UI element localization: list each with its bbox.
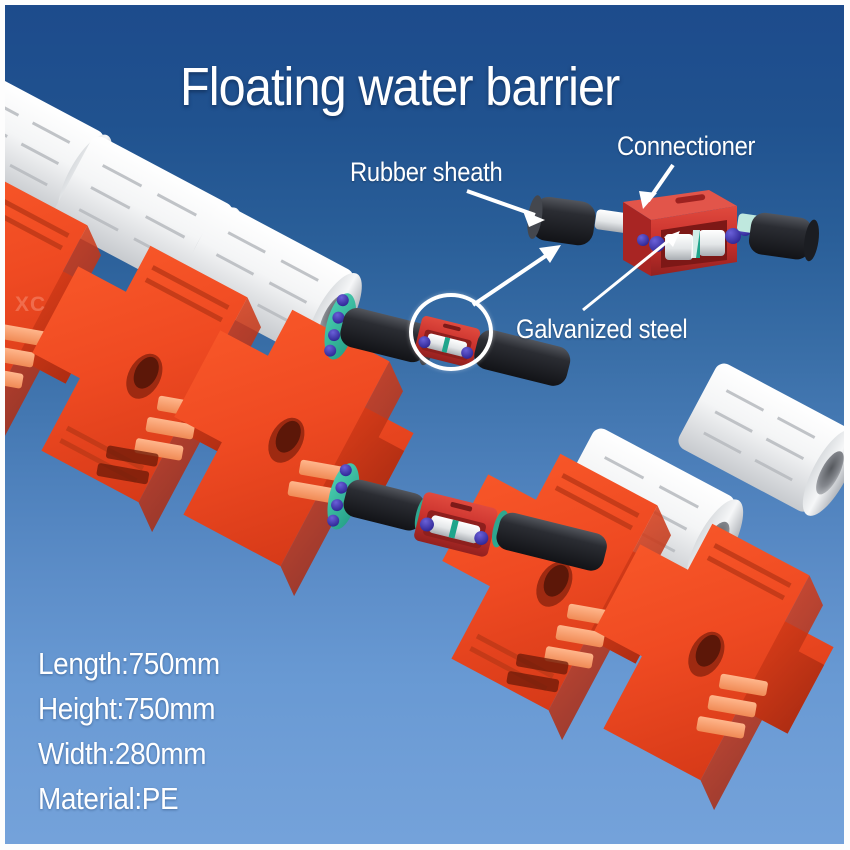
- product-illustration: [5, 5, 844, 844]
- specification-list: Length:750mm Height:750mm Width:280mm Ma…: [38, 641, 240, 821]
- magnifier-ring: [409, 293, 493, 371]
- spec-material: Material:PE: [38, 781, 179, 816]
- callout-label-connectioner: Connectioner: [617, 131, 756, 161]
- page-title: Floating water barrier: [180, 57, 620, 117]
- float-unit-group-right: [442, 453, 834, 811]
- callout-label-galvanized-steel: Galvanized steel: [516, 314, 688, 344]
- barrier-scene-svg: [5, 68, 844, 811]
- spec-length: Length:750mm: [38, 646, 220, 681]
- spec-height: Height:750mm: [38, 691, 216, 726]
- callout-label-rubber-sheath: Rubber sheath: [350, 157, 503, 187]
- poster-stage: Floating water barrier Rubber sheath Con…: [5, 5, 844, 844]
- connector-detail-exploded: [527, 190, 819, 276]
- cable-assembly-lower: [327, 463, 607, 571]
- spec-width: Width:280mm: [38, 736, 207, 771]
